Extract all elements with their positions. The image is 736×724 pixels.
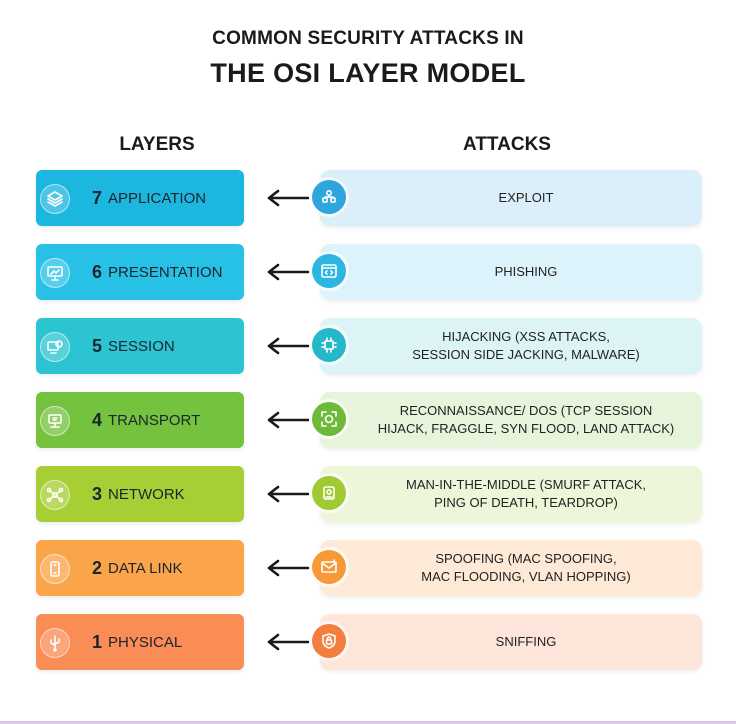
title-line-2: THE OSI LAYER MODEL — [210, 58, 526, 88]
osi-row-3: 3 NETWORK MAN-IN-THE-MIDDLE (SMURF ATTACK,… — [0, 466, 736, 522]
chip-icon — [312, 328, 346, 362]
layer-label: 2 DATA LINK — [92, 540, 182, 596]
layer-box: 6 PRESENTATION — [36, 244, 244, 300]
attack-text: SPOOFING (MAC SPOOFING, MAC FLOODING, VL… — [421, 551, 631, 584]
layers-stack-icon — [40, 184, 70, 214]
layer-number: 1 — [92, 631, 103, 652]
attack-box: SNIFFING — [312, 614, 702, 670]
attack-text: RECONNAISSANCE/ DOS (TCP SESSION HIJACK,… — [377, 403, 675, 436]
arrow-left-icon — [267, 337, 310, 355]
face-scan-icon — [312, 402, 346, 436]
layer-name: SESSION — [108, 337, 175, 355]
layer-number: 6 — [92, 261, 103, 282]
attack-text: MAN-IN-THE-MIDDLE (SMURF ATTACK, PING OF… — [405, 477, 646, 510]
layer-name: NETWORK — [108, 485, 185, 503]
layer-box: 2 DATA LINK — [36, 540, 244, 596]
arrow-left-icon — [267, 559, 310, 577]
data-link-device-icon — [40, 554, 70, 584]
spy-device-icon — [312, 476, 346, 510]
arrow-left-icon — [267, 189, 310, 207]
presentation-board-icon — [40, 258, 70, 288]
shield-lock-icon — [312, 624, 346, 658]
bottom-divider — [0, 721, 736, 724]
network-nodes-icon — [40, 480, 70, 510]
layer-box: 7 APPLICATION — [36, 170, 244, 226]
attack-text: HIJACKING (XSS ATTACKS, SESSION SIDE JAC… — [412, 329, 640, 362]
osi-row-6: 6 PRESENTATION PHISHING — [0, 244, 736, 300]
layer-number: 2 — [92, 557, 103, 578]
layer-number: 7 — [92, 187, 103, 208]
layer-number: 5 — [92, 335, 103, 356]
osi-row-5: 5 SESSION HIJACKING (XSS ATTACKS, SESSION … — [0, 318, 736, 374]
attack-text: SNIFFING — [495, 634, 557, 649]
arrow-left-icon — [267, 633, 310, 651]
osi-row-1: 1 PHYSICAL SNIFFING — [0, 614, 736, 670]
layer-box: 5 SESSION — [36, 318, 244, 374]
attack-text: EXPLOIT — [498, 190, 554, 205]
layer-label: 4 TRANSPORT — [92, 392, 200, 448]
attack-box: MAN-IN-THE-MIDDLE (SMURF ATTACK, PING OF… — [312, 466, 702, 522]
attack-box: SPOOFING (MAC SPOOFING, MAC FLOODING, VL… — [312, 540, 702, 596]
layer-number: 3 — [92, 483, 103, 504]
attack-box: HIJACKING (XSS ATTACKS, SESSION SIDE JAC… — [312, 318, 702, 374]
user-network-icon — [312, 180, 346, 214]
layer-label: 3 NETWORK — [92, 466, 185, 522]
layer-label: 5 SESSION — [92, 318, 175, 374]
arrow-left-icon — [267, 485, 310, 503]
osi-row-2: 2 DATA LINK SPOOFING (MAC SPOOFING, MAC FL… — [0, 540, 736, 596]
attack-box: EXPLOIT — [312, 170, 702, 226]
attack-text: PHISHING — [494, 264, 558, 279]
title-line-1: COMMON SECURITY ATTACKS IN — [212, 28, 524, 49]
osi-row-4: 4 TRANSPORT RECONNAISSANCE/ DOS (TCP SESSI… — [0, 392, 736, 448]
mail-warning-icon — [312, 550, 346, 584]
session-monitor-icon — [40, 332, 70, 362]
layer-name: APPLICATION — [108, 189, 207, 207]
layer-name: TRANSPORT — [108, 411, 201, 429]
attacks-header: ATTACKS — [463, 134, 551, 155]
code-window-icon — [312, 254, 346, 288]
arrow-left-icon — [267, 263, 310, 281]
layer-box: 3 NETWORK — [36, 466, 244, 522]
layer-box: 4 TRANSPORT — [36, 392, 244, 448]
layer-label: 7 APPLICATION — [92, 170, 206, 226]
attack-box: RECONNAISSANCE/ DOS (TCP SESSION HIJACK,… — [312, 392, 702, 448]
osi-row-7: 7 APPLICATION EXPLOIT — [0, 170, 736, 226]
layers-header: LAYERS — [119, 134, 195, 155]
usb-plug-icon — [40, 628, 70, 658]
layer-number: 4 — [92, 409, 103, 430]
attack-box: PHISHING — [312, 244, 702, 300]
transport-computer-icon — [40, 406, 70, 436]
layer-label: 6 PRESENTATION — [92, 244, 222, 300]
layer-name: PHYSICAL — [108, 633, 183, 651]
layer-name: PRESENTATION — [108, 263, 223, 281]
layer-box: 1 PHYSICAL — [36, 614, 244, 670]
layer-label: 1 PHYSICAL — [92, 614, 182, 670]
layer-name: DATA LINK — [108, 559, 183, 577]
arrow-left-icon — [267, 411, 310, 429]
